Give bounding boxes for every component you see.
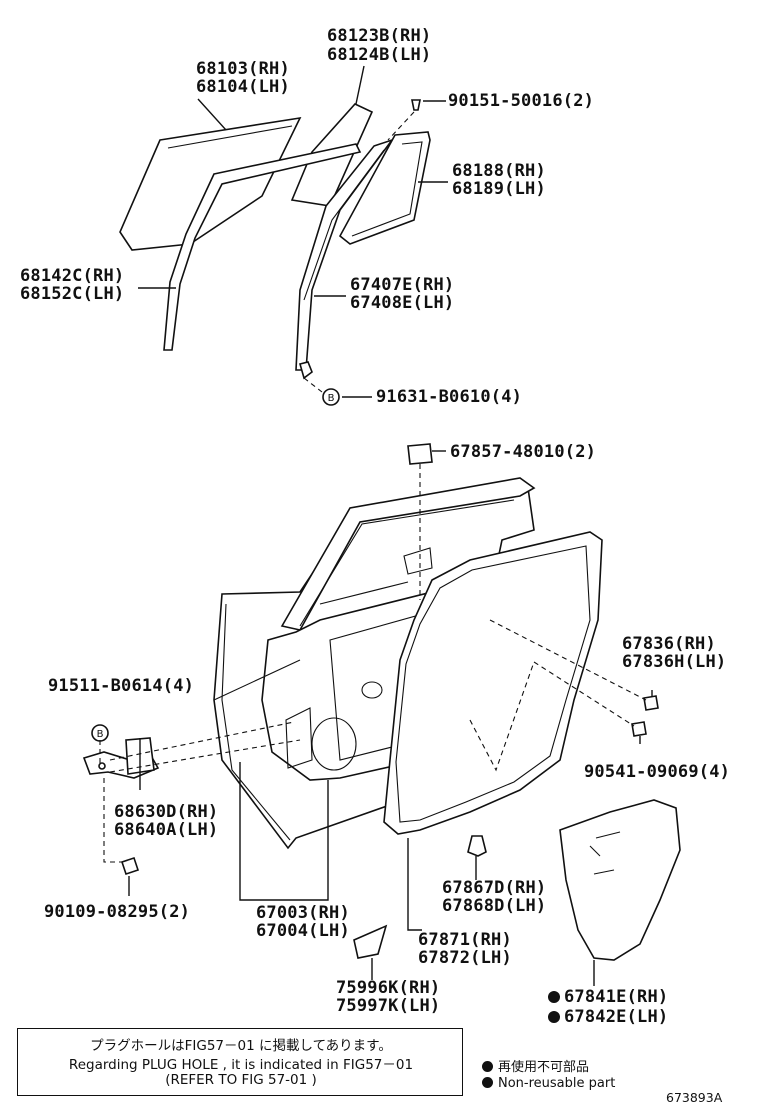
label-glass-lh: 68104(LH): [196, 77, 290, 97]
label-hinge-rh: 68630D(RH): [114, 802, 218, 822]
run-channel-drawing: [163, 143, 362, 351]
quarter-frame-drawing: [338, 131, 431, 245]
service-hole-cover-drawing: [559, 799, 681, 961]
label-run-channel-rh: 68142C(RH): [20, 266, 124, 286]
label-clip-lh: 67868D(LH): [442, 896, 546, 916]
note-line-english: Regarding PLUG HOLE , it is indicated in…: [68, 1057, 414, 1073]
label-hinge-bolt: 91511-B0614(4): [48, 676, 194, 696]
note-line-japanese: プラグホールはFIG57－01 に掲載してあります。: [90, 1038, 392, 1054]
label-hinge-screw: 90109-08295(2): [44, 902, 190, 922]
legend-text-japanese: 再使用不可部品: [498, 1060, 590, 1075]
label-glass-rh: 68103(RH): [196, 59, 290, 79]
cushion-drawing: [643, 695, 659, 711]
illustration-reference-number: 673893A: [666, 1090, 723, 1105]
legend-dot-icon: [482, 1077, 493, 1088]
label-service-hole-cover-lh: 67842E(LH): [564, 1007, 668, 1027]
label-weatherstrip-rh: 67871(RH): [418, 930, 512, 950]
grommet-drawing: [631, 721, 647, 737]
screw-top-drawing: [411, 99, 421, 111]
weatherstrip-drawing: [383, 531, 603, 835]
clip-top-drawing: [407, 443, 433, 465]
svg-text:B: B: [97, 729, 104, 740]
label-clip-top: 67857-48010(2): [450, 442, 596, 462]
label-clip-rh: 67867D(RH): [442, 878, 546, 898]
legend-text-english: Non-reusable part: [498, 1076, 616, 1091]
svg-text:B: B: [328, 393, 335, 404]
clip-drawing: [467, 835, 487, 857]
label-quarter-glass-lh: 68124B(LH): [327, 45, 431, 65]
division-bar-drawing: [295, 138, 395, 380]
cover-drawing: [353, 924, 388, 959]
label-service-hole-cover-rh: 67841E(RH): [564, 987, 668, 1007]
legend-english: Non-reusable part: [482, 1076, 615, 1091]
legend-dot-icon: [482, 1061, 493, 1072]
label-clip-bolt: 91631-B0610(4): [376, 387, 522, 407]
label-quarter-frame-lh: 68189(LH): [452, 179, 546, 199]
label-door-panel-rh: 67003(RH): [256, 903, 350, 923]
non-reusable-marker: [548, 1011, 560, 1023]
label-cushion-rh: 67836(RH): [622, 634, 716, 654]
label-cover-rh: 75996K(RH): [336, 978, 440, 998]
label-quarter-frame-rh: 68188(RH): [452, 161, 546, 181]
label-cover-lh: 75997K(LH): [336, 996, 440, 1016]
label-cushion-lh: 67836H(LH): [622, 652, 726, 672]
label-quarter-glass-rh: 68123B(RH): [327, 26, 431, 46]
legend-japanese: 再使用不可部品: [482, 1056, 589, 1075]
clip-bolt-symbol: B: [322, 388, 340, 406]
label-door-panel-lh: 67004(LH): [256, 921, 350, 941]
note-line-reference: (REFER TO FIG 57-01 ): [165, 1072, 317, 1088]
label-hinge-lh: 68640A(LH): [114, 820, 218, 840]
hinge-bolt-symbol: B: [91, 724, 109, 742]
non-reusable-marker: [548, 991, 560, 1003]
note-box: プラグホールはFIG57－01 に掲載してあります。 Regarding PLU…: [17, 1028, 463, 1096]
label-division-bar-rh: 67407E(RH): [350, 275, 454, 295]
label-run-channel-lh: 68152C(LH): [20, 284, 124, 304]
hinge-screw-drawing: [120, 856, 140, 876]
label-screw-top: 90151-50016(2): [448, 91, 594, 111]
label-division-bar-lh: 67408E(LH): [350, 293, 454, 313]
label-grommet: 90541-09069(4): [584, 762, 730, 782]
label-weatherstrip-lh: 67872(LH): [418, 948, 512, 968]
